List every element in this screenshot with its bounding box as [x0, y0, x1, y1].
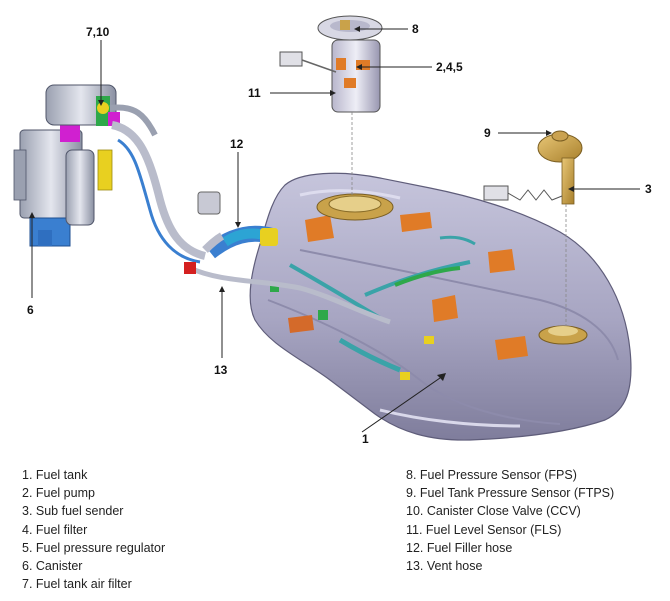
callout-12: 12: [230, 137, 244, 151]
legend-left: 1. Fuel tank 2. Fuel pump 3. Sub fuel se…: [22, 466, 165, 593]
legend-item: 5. Fuel pressure regulator: [22, 540, 166, 555]
fuel-pump-module: [279, 15, 383, 196]
legend-item: 1. Fuel tank: [22, 468, 88, 482]
legend-item: 12. Fuel Filler hose: [406, 540, 513, 555]
callout-2-4-5: 2,4,5: [436, 60, 463, 74]
legend-item: 13. Vent hose: [406, 559, 483, 574]
fuel-tank: [249, 172, 632, 441]
callout-3: 3: [645, 182, 652, 196]
callout-7-10: 7,10: [86, 25, 110, 39]
fuel-tank-air-filter: [45, 84, 120, 126]
callout-11: 11: [248, 86, 261, 100]
sub-fuel-sender: [483, 130, 583, 326]
callout-1: 1: [362, 432, 369, 446]
legend-item: 6. Canister: [22, 559, 83, 574]
callout-6: 6: [27, 303, 34, 317]
fuel-system-diagram: 7,10 8 2,4,5 11 9 3 12 13 6 1: [13, 15, 652, 446]
tank-pads: [288, 212, 528, 360]
legend-item: 9. Fuel Tank Pressure Sensor (FTPS): [406, 486, 615, 501]
fuel-filler-hose: [197, 191, 278, 259]
callout-8: 8: [412, 22, 419, 36]
canister: [13, 120, 113, 247]
vent-hose: [184, 262, 391, 325]
leader-lines: [29, 26, 640, 433]
legend-item: 8. Fuel Pressure Sensor (FPS): [406, 468, 577, 482]
canister-hoses: [109, 104, 207, 264]
legend-item: 2. Fuel pump: [22, 486, 95, 501]
legend-item: 4. Fuel filter: [22, 522, 88, 537]
legend-item: 3. Sub fuel sender: [22, 504, 124, 519]
callout-9: 9: [484, 126, 491, 140]
legend-item: 7. Fuel tank air filter: [22, 577, 132, 592]
legend-item: 10. Canister Close Valve (CCV): [406, 504, 581, 519]
legend-item: 11. Fuel Level Sensor (FLS): [406, 522, 562, 537]
callout-13: 13: [214, 363, 228, 377]
legend-right: 8. Fuel Pressure Sensor (FPS) 9. Fuel Ta…: [406, 466, 614, 575]
